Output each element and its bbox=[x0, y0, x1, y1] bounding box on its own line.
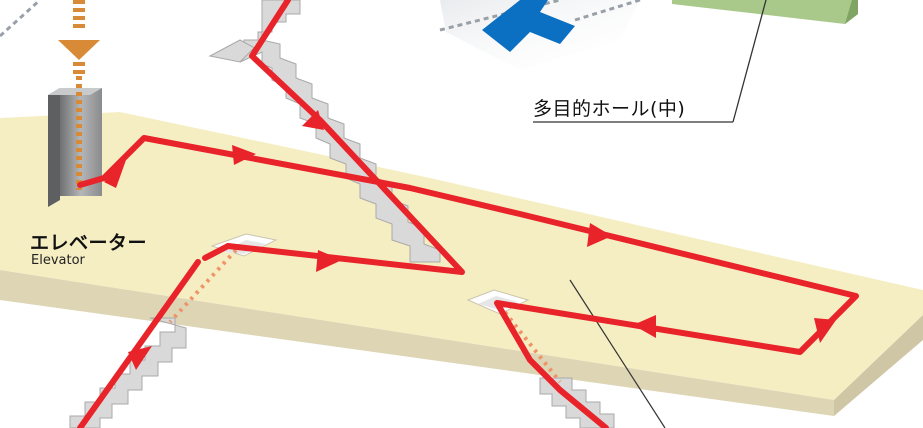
blue-direction-arrow-icon bbox=[482, 0, 575, 52]
elevator-down-arrow-icon bbox=[58, 0, 100, 190]
lower-left-staircase bbox=[69, 317, 187, 428]
floor-slab bbox=[0, 112, 923, 416]
hall-label: 多目的ホール(中) bbox=[533, 98, 686, 120]
elevator-label-jp: エレベーター bbox=[30, 232, 148, 254]
dotted-links bbox=[168, 248, 562, 384]
elevator-shaft bbox=[48, 88, 102, 207]
hall-leader-line bbox=[533, 0, 767, 123]
route-arrow-icon bbox=[104, 110, 836, 370]
floor-leader-line bbox=[569, 279, 666, 428]
hall-block bbox=[672, 0, 858, 24]
elevator-label-en: Elevator bbox=[31, 253, 85, 268]
